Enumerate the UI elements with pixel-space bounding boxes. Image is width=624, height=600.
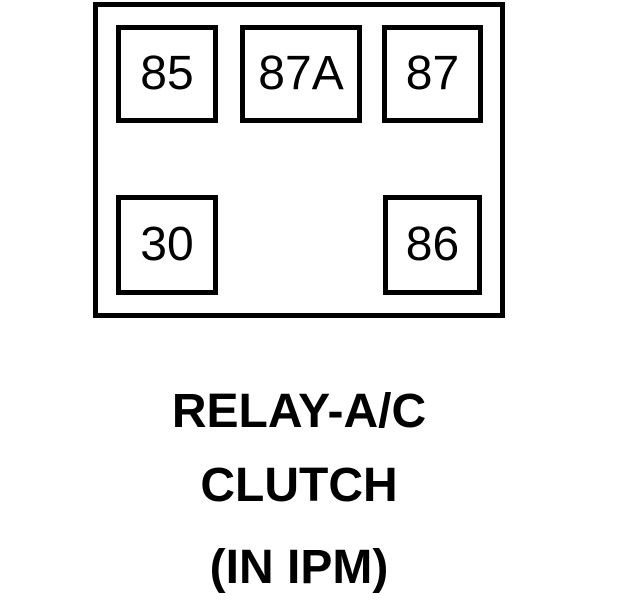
pin-box-85: 85: [116, 25, 218, 123]
relay-body-outline: 85 87A 87 30 86: [93, 2, 505, 318]
pin-box-87a: 87A: [240, 25, 362, 123]
pin-label-30: 30: [140, 218, 194, 271]
pin-label-86: 86: [405, 218, 460, 271]
pin-label-87a: 87A: [258, 47, 344, 100]
caption-relay-name: RELAY-A/C: [171, 385, 427, 438]
pin-label-85: 85: [140, 47, 194, 100]
pin-box-30: 30: [116, 195, 218, 295]
pin-label-87: 87: [405, 47, 460, 100]
caption-relay-function: CLUTCH: [200, 459, 398, 512]
caption-relay-location: (IN IPM): [209, 541, 389, 594]
pin-box-86: 86: [383, 195, 482, 295]
pin-box-87: 87: [382, 25, 483, 123]
